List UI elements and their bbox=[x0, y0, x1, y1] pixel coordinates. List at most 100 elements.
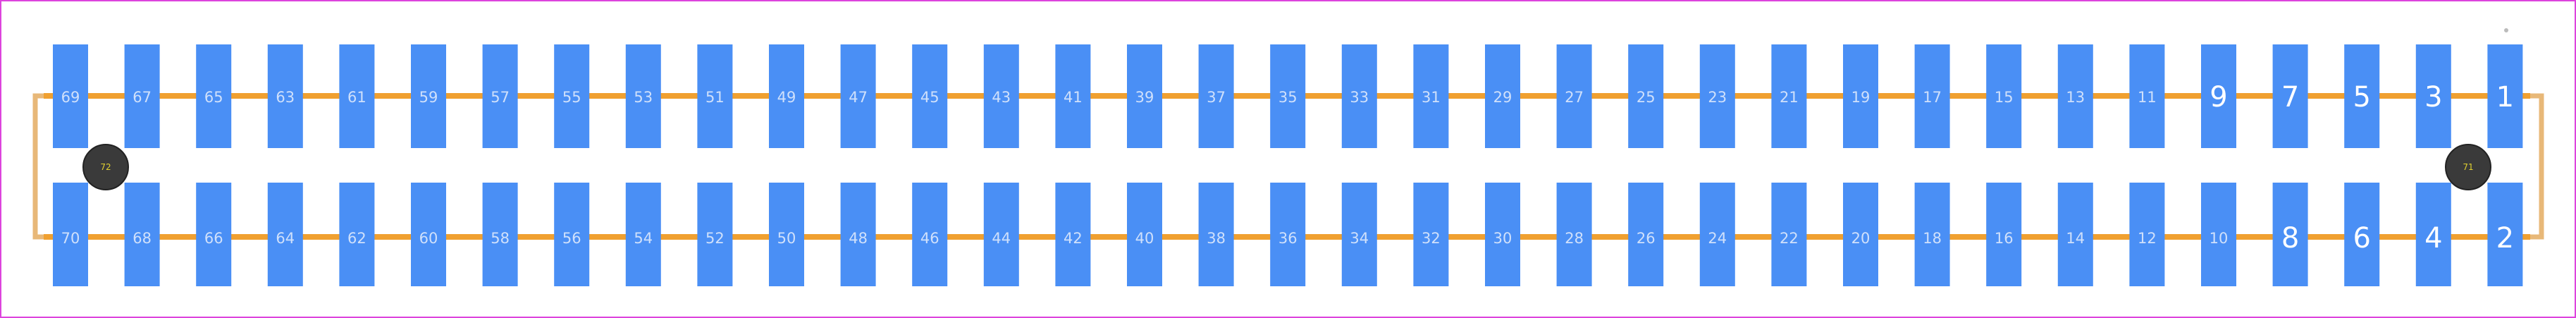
outline-left-bracket bbox=[32, 93, 44, 240]
pad-61: 61 bbox=[339, 44, 375, 148]
pad-number-label: 18 bbox=[1923, 230, 1942, 247]
pad-59: 59 bbox=[411, 44, 446, 148]
pad-65: 65 bbox=[196, 44, 232, 148]
pad-rect bbox=[1127, 183, 1162, 286]
pad-3: 3 bbox=[2415, 44, 2451, 148]
pad-rect bbox=[2272, 44, 2308, 148]
pad-number-label: 24 bbox=[1708, 230, 1727, 247]
pad-10: 10 bbox=[2201, 183, 2236, 286]
pad-rect bbox=[1198, 44, 1234, 148]
pad-rect bbox=[2201, 183, 2236, 286]
pad-number-label: 19 bbox=[1851, 89, 1871, 106]
pad-rect bbox=[53, 183, 88, 286]
pad-number-label: 68 bbox=[133, 230, 152, 247]
pad-rect bbox=[2057, 44, 2093, 148]
pad-rect bbox=[2272, 183, 2308, 286]
pad-number-label: 66 bbox=[204, 230, 223, 247]
pad-number-label: 14 bbox=[2066, 230, 2085, 247]
pad-rect bbox=[912, 183, 948, 286]
pad-number-label: 23 bbox=[1708, 89, 1727, 106]
pad-number-label: 20 bbox=[1851, 230, 1871, 247]
pad-number-label: 30 bbox=[1493, 230, 1512, 247]
pad-rect bbox=[2344, 183, 2380, 286]
pad-rect bbox=[411, 44, 446, 148]
pad-rect bbox=[339, 183, 375, 286]
pad-rect bbox=[1413, 183, 1449, 286]
pad-rect bbox=[983, 44, 1019, 148]
pad-rect bbox=[1127, 44, 1162, 148]
pad-number-label: 36 bbox=[1278, 230, 1298, 247]
pad-rect bbox=[1556, 183, 1592, 286]
pad-rect bbox=[2201, 44, 2236, 148]
pad-rect bbox=[1413, 44, 1449, 148]
pad-1: 1 bbox=[2487, 44, 2523, 148]
pad-rect bbox=[2487, 183, 2523, 286]
pad-number-label: 31 bbox=[1422, 89, 1441, 106]
pad-rect bbox=[1699, 44, 1735, 148]
pad-57: 57 bbox=[482, 44, 518, 148]
pad-17: 17 bbox=[1914, 44, 1950, 148]
pad-rect bbox=[1914, 44, 1950, 148]
pad-21: 21 bbox=[1771, 44, 1807, 148]
pad-7: 7 bbox=[2272, 44, 2308, 148]
pad-11: 11 bbox=[2129, 44, 2165, 148]
pad-rect bbox=[1485, 44, 1520, 148]
pad-43: 43 bbox=[983, 44, 1019, 148]
pad-rect bbox=[1986, 183, 2022, 286]
pad-14: 14 bbox=[2057, 183, 2093, 286]
pad-number-label: 1 bbox=[2496, 81, 2514, 114]
pad-26: 26 bbox=[1628, 183, 1664, 286]
pad-rect bbox=[912, 44, 948, 148]
pad-rect bbox=[1628, 44, 1664, 148]
pad-number-label: 40 bbox=[1135, 230, 1154, 247]
pad-15: 15 bbox=[1986, 44, 2022, 148]
pad-rect bbox=[1628, 183, 1664, 286]
pad-rect bbox=[267, 44, 303, 148]
pad-37: 37 bbox=[1198, 44, 1234, 148]
pad-number-label: 9 bbox=[2210, 81, 2227, 114]
pad-27: 27 bbox=[1556, 44, 1592, 148]
pad-rect bbox=[840, 44, 876, 148]
pad-rect bbox=[2487, 44, 2523, 148]
pad-rect bbox=[2344, 44, 2380, 148]
pad-number-label: 29 bbox=[1493, 89, 1512, 106]
pad-5: 5 bbox=[2344, 44, 2380, 148]
pad-13: 13 bbox=[2057, 44, 2093, 148]
pad-25: 25 bbox=[1628, 44, 1664, 148]
pad-number-label: 56 bbox=[562, 230, 581, 247]
pad-rect bbox=[2129, 44, 2165, 148]
pad-number-label: 50 bbox=[777, 230, 796, 247]
pad-rect bbox=[769, 183, 804, 286]
pad-number-label: 13 bbox=[2066, 89, 2085, 106]
pad-number-label: 3 bbox=[2424, 81, 2442, 114]
pad-number-label: 35 bbox=[1278, 89, 1298, 106]
pad-45: 45 bbox=[912, 44, 948, 148]
pad-4: 4 bbox=[2415, 183, 2451, 286]
hole-label: 71 bbox=[2463, 162, 2473, 172]
pad-number-label: 8 bbox=[2281, 222, 2299, 255]
pad-rect bbox=[1771, 183, 1807, 286]
pad-33: 33 bbox=[1341, 44, 1377, 148]
pad-number-label: 55 bbox=[562, 89, 581, 106]
pad-number-label: 41 bbox=[1064, 89, 1083, 106]
pad-46: 46 bbox=[912, 183, 948, 286]
pad-rect bbox=[1914, 183, 1950, 286]
pad-69: 69 bbox=[53, 44, 88, 148]
pad-35: 35 bbox=[1270, 44, 1306, 148]
pad-number-label: 2 bbox=[2496, 222, 2514, 255]
pad-number-label: 48 bbox=[849, 230, 868, 247]
pad-rect bbox=[1556, 44, 1592, 148]
pad-number-label: 16 bbox=[1995, 230, 2014, 247]
mounting-hole-72: 72 bbox=[82, 144, 129, 190]
pad-number-label: 10 bbox=[2210, 230, 2229, 247]
pad-number-label: 63 bbox=[276, 89, 295, 106]
pad-51: 51 bbox=[697, 44, 733, 148]
pad-rect bbox=[482, 183, 518, 286]
pad-number-label: 67 bbox=[133, 89, 152, 106]
pad-number-label: 5 bbox=[2353, 81, 2370, 114]
pad-36: 36 bbox=[1270, 183, 1306, 286]
pad-number-label: 61 bbox=[347, 89, 366, 106]
